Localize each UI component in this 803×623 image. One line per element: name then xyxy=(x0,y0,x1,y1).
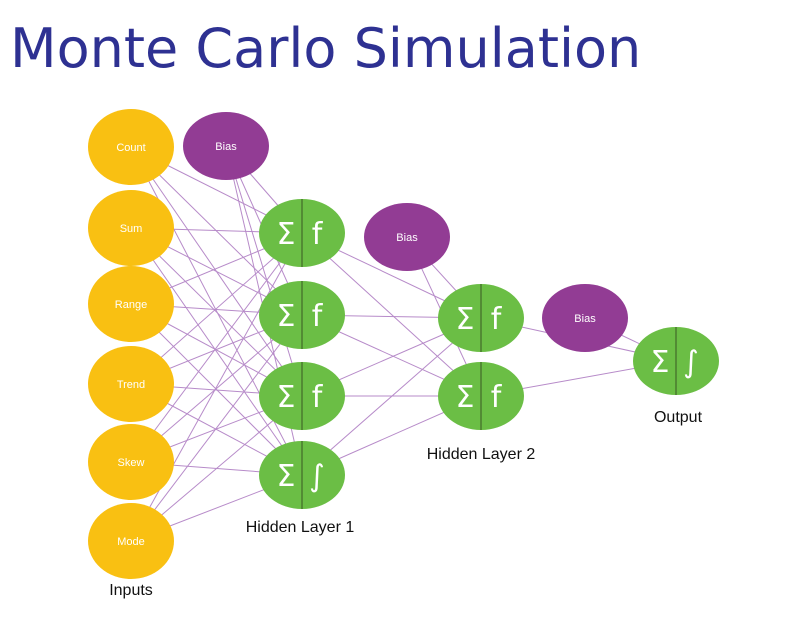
hidden1-neuron-3-sum-symbol: Σ xyxy=(277,380,296,415)
input-node-label-3: Range xyxy=(115,299,147,311)
output-neuron-activation-symbol: ∫ xyxy=(683,345,699,380)
hidden1-neuron-2-sum-symbol: Σ xyxy=(277,299,296,334)
input-node-2 xyxy=(88,190,174,266)
bias-node-label-3: Bias xyxy=(574,313,596,325)
hidden2-neuron-1-activation-symbol: f xyxy=(491,302,503,337)
bias-node-3 xyxy=(542,284,628,352)
bias-node-label-2: Bias xyxy=(396,232,418,244)
hidden-layer-2-label: Hidden Layer 2 xyxy=(427,446,536,463)
page-title: Monte Carlo Simulation xyxy=(10,17,642,80)
input-node-4 xyxy=(88,346,174,422)
bias-node-label-1: Bias xyxy=(215,141,237,153)
bias-node-1 xyxy=(183,112,269,180)
input-node-label-1: Count xyxy=(116,142,145,154)
hidden1-neuron-1-sum-symbol: Σ xyxy=(277,217,296,252)
input-node-3 xyxy=(88,266,174,342)
input-node-label-5: Skew xyxy=(118,457,145,469)
connection-input-2-h1-4 xyxy=(130,227,303,476)
hidden-layer-1-label: Hidden Layer 1 xyxy=(246,519,355,536)
bias-node-2 xyxy=(364,203,450,271)
inputs-label: Inputs xyxy=(109,582,153,599)
connection-h1-4-h2-1 xyxy=(301,317,482,476)
connection-bias1-h1-3 xyxy=(225,145,303,397)
input-node-label-6: Mode xyxy=(117,536,145,548)
input-node-6 xyxy=(88,503,174,579)
hidden1-neuron-1-activation-symbol: f xyxy=(312,217,324,252)
connection-input-5-h1-1 xyxy=(130,232,303,463)
layer-labels: Inputs Hidden Layer 1 Hidden Layer 2 Out… xyxy=(109,409,702,599)
input-node-label-4: Trend xyxy=(117,379,145,391)
output-neuron-sum-symbol: Σ xyxy=(651,345,670,380)
input-node-label-2: Sum xyxy=(120,223,143,235)
input-node-1 xyxy=(88,109,174,185)
hidden1-neuron-2-activation-symbol: f xyxy=(312,299,324,334)
input-node-5 xyxy=(88,424,174,500)
connection-h1-1-h2-2 xyxy=(301,232,482,397)
hidden2-neuron-2-sum-symbol: Σ xyxy=(456,380,475,415)
hidden1-neuron-3-activation-symbol: f xyxy=(312,380,324,415)
hidden1-neuron-4-sum-symbol: Σ xyxy=(277,459,296,494)
output-label: Output xyxy=(654,409,703,426)
hidden2-neuron-2-activation-symbol: f xyxy=(491,380,503,415)
hidden1-neuron-4-activation-symbol: ∫ xyxy=(309,459,325,494)
hidden2-neuron-1-sum-symbol: Σ xyxy=(456,302,475,337)
